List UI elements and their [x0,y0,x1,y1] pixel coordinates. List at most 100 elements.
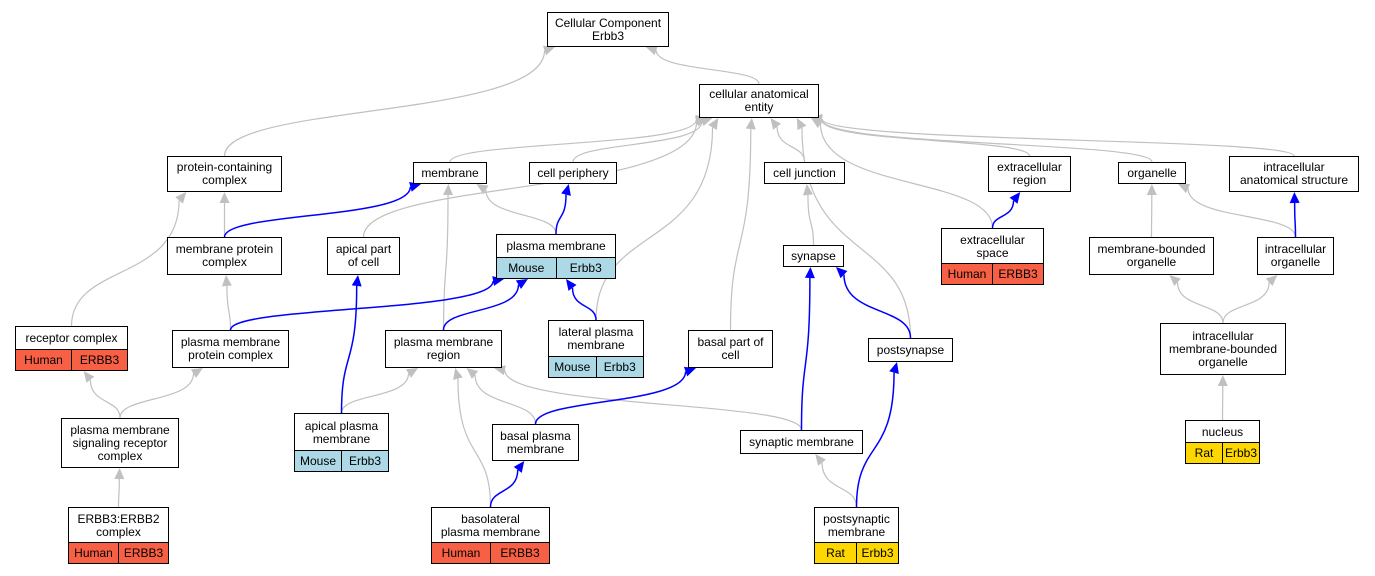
node-membrane-protein-complex[interactable]: membrane protein complex [167,237,282,275]
node-basal-plasma-membrane[interactable]: basal plasma membrane [492,424,579,461]
arrowhead-apicalpm-to-pmregion [405,368,418,378]
node-label: nucleus [1201,424,1244,439]
arrowhead-imbo-to-intraorg [1265,275,1278,287]
node-postsynapse[interactable]: postsynapse [868,338,953,362]
node-label: organelle [1127,165,1177,180]
node-synaptic-membrane[interactable]: synaptic membrane [740,430,863,454]
node-cell-periphery[interactable]: cell periphery [529,162,617,184]
node-label: protein-containing complex [176,160,273,187]
arrowhead-intraorg-to-organelle [1178,183,1191,194]
edge-apicalpart-to-cae [362,121,698,238]
node-label: cell junction [773,165,836,180]
edge-basalpm-to-pmregion [474,374,537,425]
node-label: plasma membrane signaling receptor compl… [70,422,170,463]
node-basal-part-of-cell[interactable]: basal part of cell [688,330,773,368]
node-extracellular-space[interactable]: extracellular space Human ERBB3 [941,228,1044,285]
edge-postsynmem-to-postsynapse [855,372,895,508]
arrowhead-pmpc-to-mpc [221,275,232,287]
edge-postsynapse-to-synapse [843,274,912,339]
node-apical-part-of-cell[interactable]: apical part of cell [327,237,400,275]
annotation-badge: Mouse Erbb3 [295,450,388,471]
edge-basalpm-to-basalpart [534,371,687,425]
edge-intraanat-to-cae [821,118,1295,157]
species-cell: Rat [826,545,845,560]
arrowhead-basalpm-to-pmregion [466,368,479,379]
node-label: postsynapse [876,342,945,357]
species-cell: Mouse [508,260,545,275]
arrowhead-apicalpm-to-apicalpart [351,275,362,287]
species-cell: Rat [1194,445,1214,460]
node-extracellular-region[interactable]: extracellular region [988,156,1071,192]
node-label: membrane-bounded organelle [1097,242,1206,269]
node-membrane[interactable]: membrane [413,162,487,184]
node-plasma-membrane-protein-complex[interactable]: plasma membrane protein complex [172,330,289,368]
node-membrane-bounded-organelle[interactable]: membrane-bounded organelle [1089,237,1214,275]
node-postsynaptic-membrane[interactable]: postsynaptic membrane Rat Erbb3 [814,507,899,564]
node-plasma-membrane[interactable]: plasma membrane Mouse Erbb3 [496,234,616,279]
node-label: ERBB3:ERBB2 complex [77,511,160,539]
gene-cell: ERBB3 [71,350,127,370]
arrowhead-lateral-to-plasmamem [566,279,577,291]
annotation-badge: Human ERBB3 [942,263,1043,284]
species-cell: Human [74,545,113,560]
arrowhead-nucleus-to-imbo [1217,375,1228,387]
edge-pcc-to-root [223,50,546,157]
node-intracellular-membrane-bounded-organelle[interactable]: intracellular membrane-bounded organelle [1160,323,1286,375]
edge-membrane-to-cae [449,119,697,163]
arrowhead-lateral-to-cae [708,118,719,130]
species-cell: Mouse [554,359,591,374]
arrowhead-postsynmem-to-postsynapse [889,362,899,374]
node-protein-containing-complex[interactable]: protein-containing complex [167,156,282,192]
node-lateral-plasma-membrane[interactable]: lateral plasma membrane Mouse Erbb3 [548,320,644,378]
arrowhead-receptor-to-pcc [175,192,187,204]
arrowhead-plasmamem-to-membrane [476,184,489,195]
node-label: plasma membrane protein complex [180,335,281,362]
arrowhead-mbo-to-organelle [1146,184,1157,196]
node-basolateral-plasma-membrane[interactable]: basolateral plasma membrane Human ERBB3 [431,507,550,564]
edge-pmregion-to-membrane [442,194,449,331]
arrowhead-pmregion-to-plasmamem [515,279,528,289]
arrowhead-basalpm-to-basalpart [683,366,696,377]
edge-extraspace-to-cae [819,123,994,229]
node-intracellular-anatomical-structure[interactable]: intracellular anatomical structure [1229,156,1359,192]
node-erbb3-erbb2-complex[interactable]: ERBB3:ERBB2 complex Human ERBB3 [68,507,169,564]
node-label: intracellular organelle [1264,242,1327,269]
arrowhead-postsynapse-to-synapse [836,267,848,279]
edge-synapse-to-celljunc [807,194,815,246]
node-label: postsynaptic membrane [823,511,890,539]
arrowhead-basolat-to-pmregion [453,368,463,380]
arrowhead-apicalpart-to-cae [694,116,707,127]
gene-cell: Erbb3 [341,451,388,471]
node-cell-junction[interactable]: cell junction [764,162,845,184]
node-apical-plasma-membrane[interactable]: apical plasma membrane Mouse Erbb3 [294,413,389,472]
node-receptor-complex[interactable]: receptor complex Human ERBB3 [15,326,128,371]
node-cellular-anatomical-entity[interactable]: cellular anatomical entity [699,84,819,118]
node-label: receptor complex [25,331,118,345]
arrowhead-pmsrc-to-pmpc [190,368,203,378]
edge-pmregion-to-plasmamem [442,284,520,331]
node-organelle[interactable]: organelle [1118,162,1186,184]
edge-plasmamem-to-membrane [485,189,557,235]
node-plasma-membrane-signaling-receptor-complex[interactable]: plasma membrane signaling receptor compl… [61,418,179,468]
edge-pmpc-to-mpc [226,285,232,331]
edge-synmem-to-synapse [800,277,811,431]
arrowhead-extraspace-to-extrareg [1009,192,1021,204]
edge-extraspace-to-extrareg [991,200,1015,229]
node-label: basal plasma membrane [500,428,571,456]
node-label: intracellular anatomical structure [1239,160,1349,187]
node-label: Cellular Component Erbb3 [554,15,662,43]
node-cellular-component-root[interactable]: Cellular Component Erbb3 [547,12,669,47]
edge-celljunc-to-cae [776,126,806,163]
edge-plasmamem-to-cellperiph [555,194,567,235]
edge-basolat-to-basalpm [489,469,519,508]
arrowhead-pcc-to-root [542,45,555,56]
arrowhead-erbb-to-pmsrc [114,468,125,480]
annotation-badge: Human ERBB3 [16,349,127,370]
node-nucleus[interactable]: nucleus Rat Erbb3 [1185,420,1260,464]
node-synapse[interactable]: synapse [783,245,844,267]
node-intracellular-organelle[interactable]: intracellular organelle [1257,237,1334,275]
arrowhead-plasmamem-to-cellperiph [561,184,571,196]
node-label: apical plasma membrane [304,418,379,446]
node-plasma-membrane-region[interactable]: plasma membrane region [385,330,502,368]
